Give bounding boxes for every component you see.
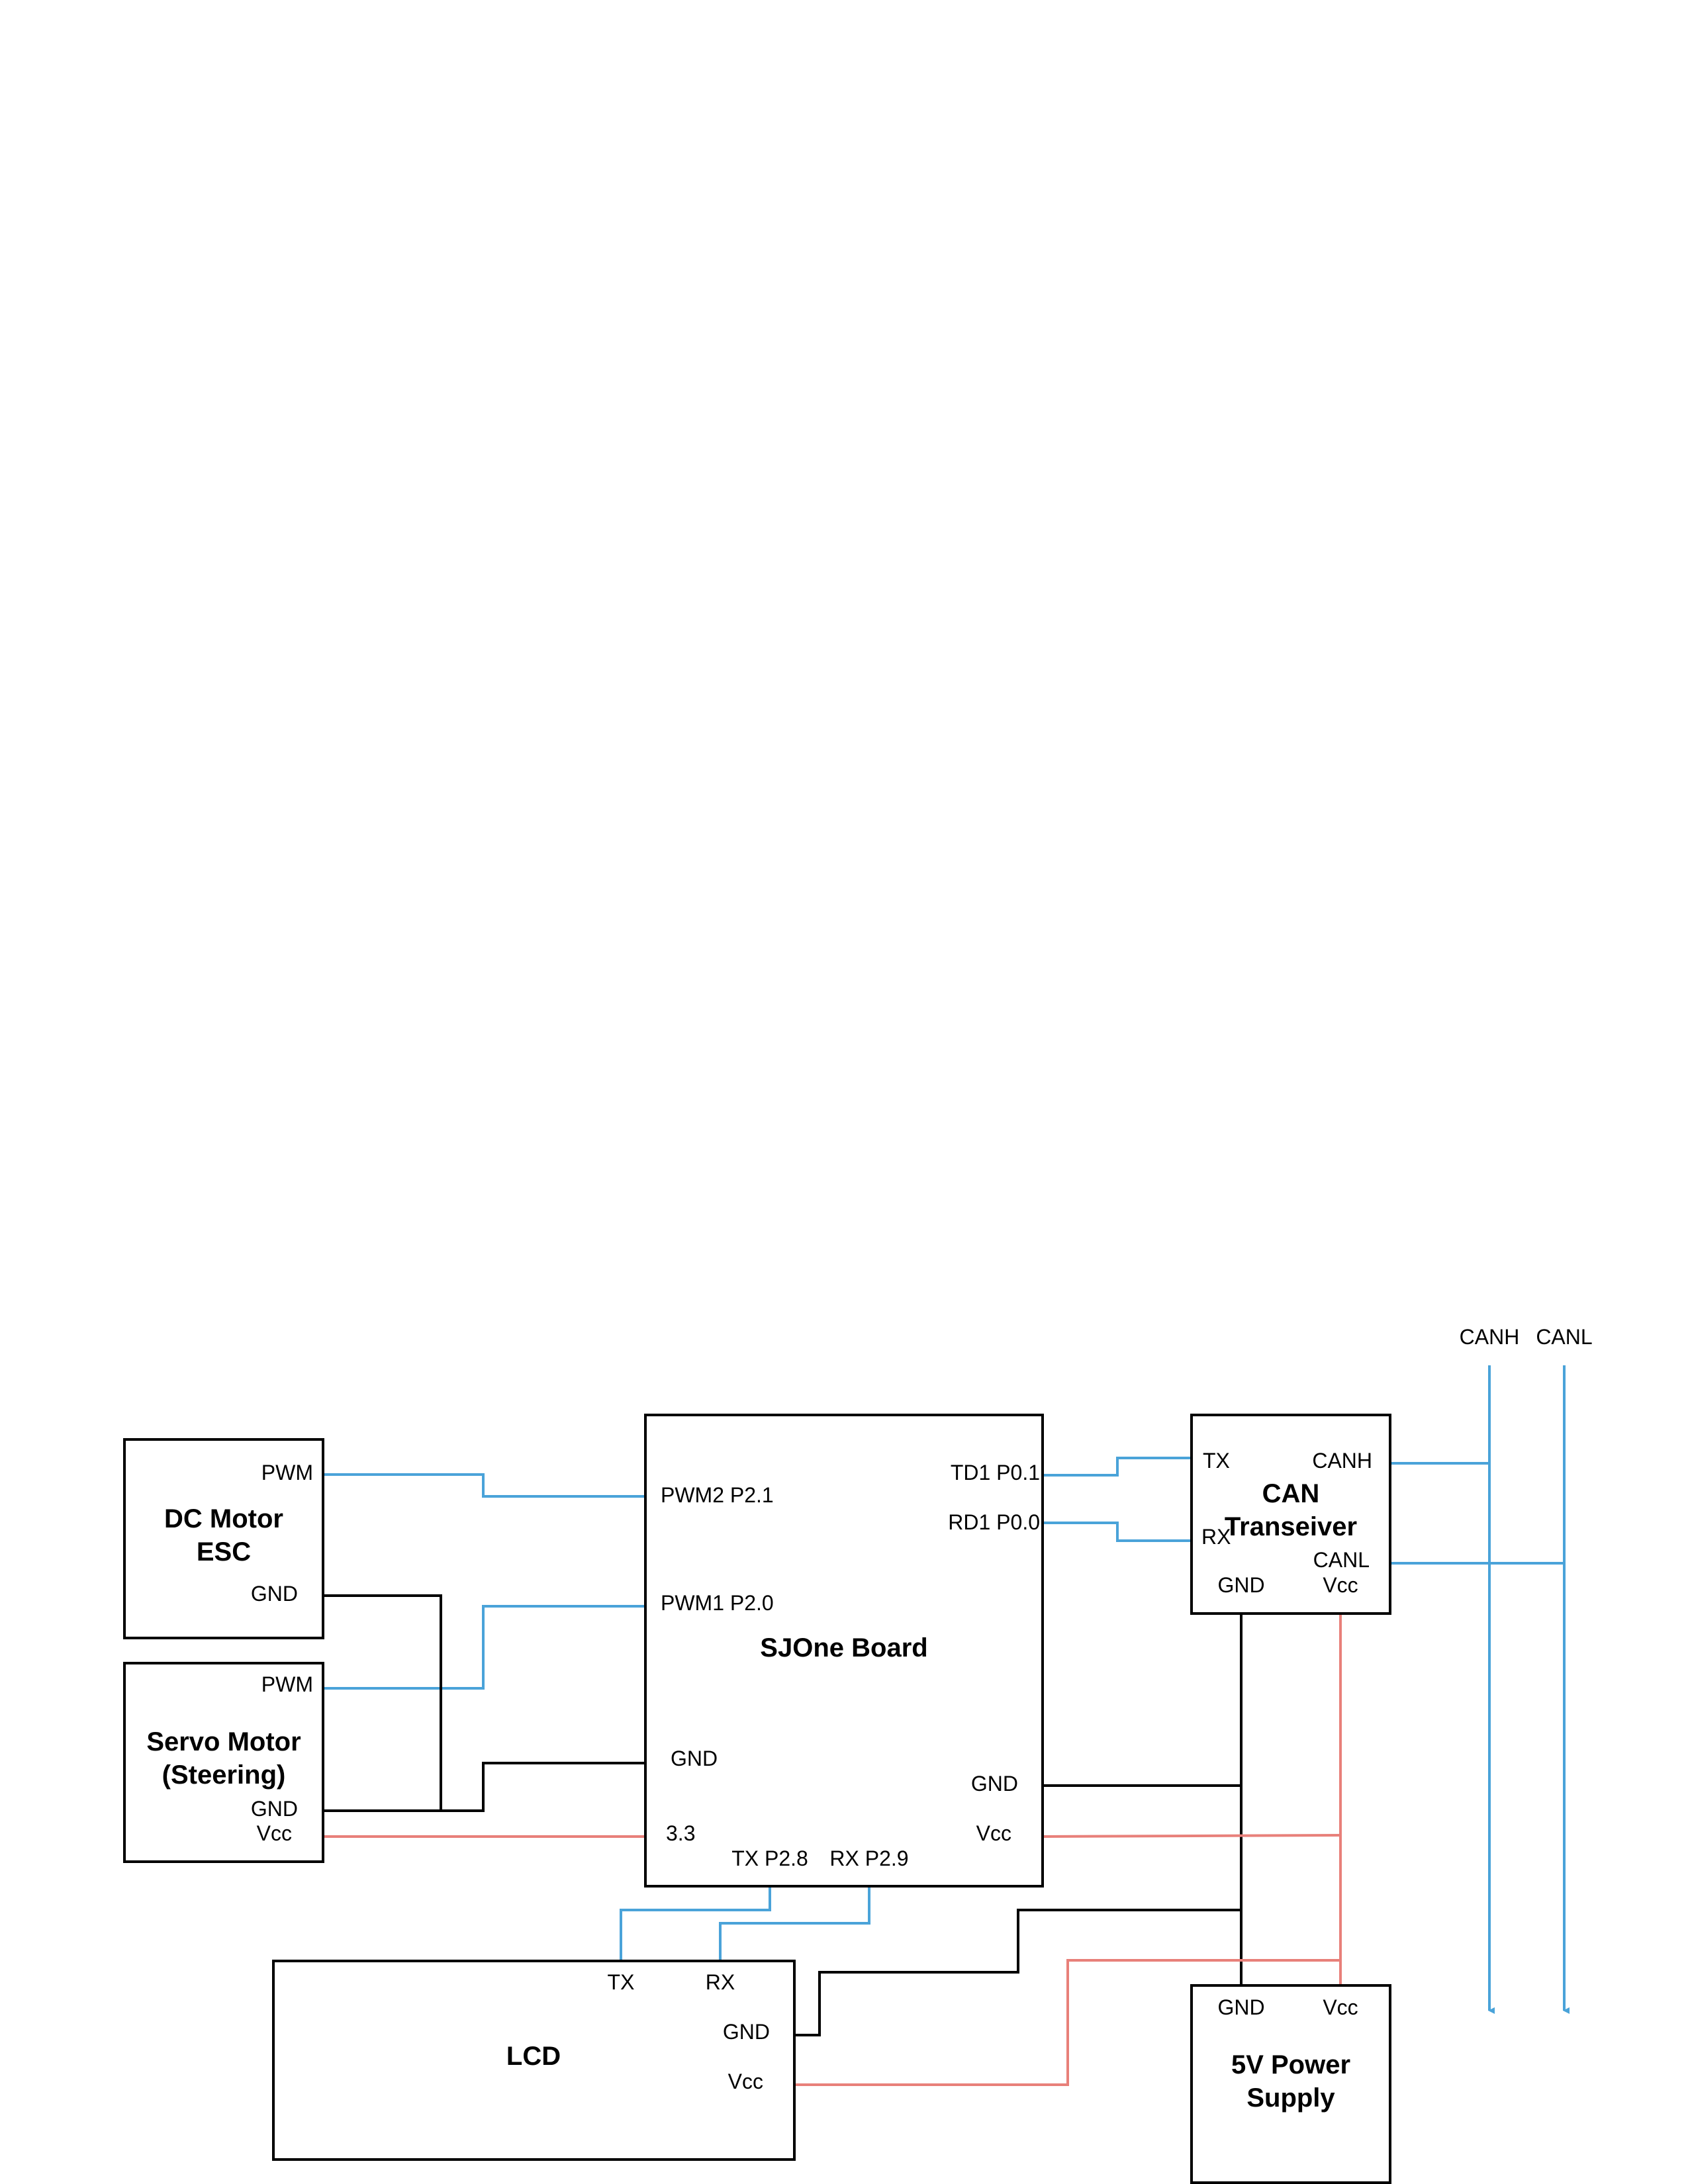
canh-bus-label: CANH [1460,1325,1520,1349]
board-rx-label: RX P2.9 [829,1846,908,1870]
board-pwm1-label: PWM1 P2.0 [661,1591,774,1615]
can-title-line1: CAN [1262,1479,1320,1508]
can-transceiver-box [1190,1414,1391,1615]
board-gnd-right-label: GND [971,1772,1018,1796]
dc-motor-esc-box [123,1438,324,1639]
can-gnd-label: GND [1217,1573,1264,1597]
wire-lcd-tx [620,1886,771,1961]
wire-lcd-vcc [794,1959,1340,2086]
can-vcc-label: Vcc [1323,1573,1358,1597]
psu-title-line2: Supply [1246,2083,1335,2113]
servo-motor-box [123,1662,324,1863]
wire-can-tx [1043,1457,1194,1477]
sjone-board-box [644,1414,1044,1888]
power-supply-box [1190,1984,1391,2184]
wire-lcd-gnd [794,1909,1241,2036]
board-pwm2-label: PWM2 P2.1 [661,1483,774,1507]
wire-servo-pwm [323,1605,645,1690]
signal-wires [323,1365,1570,2014]
lcd-box [272,1960,796,2161]
board-gnd-left-label: GND [671,1747,718,1770]
wire-servo-gnd [323,1762,645,1812]
board-rd1-label: RD1 P0.0 [948,1510,1040,1534]
lcd-block: TX RX GND LCD Vcc [272,1960,796,2161]
esc-title-line1: DC Motor [164,1504,283,1533]
esc-title-line2: ESC [197,1537,251,1567]
power-wires [323,1612,1342,2086]
power-supply-block: GND Vcc 5V Power Supply [1190,1984,1391,2184]
psu-title-line1: 5V Power [1231,2050,1350,2079]
board-td1-label: TD1 P0.1 [951,1461,1040,1484]
can-canl-label: CANL [1313,1548,1370,1572]
wire-esc-pwm [323,1473,645,1498]
wire-lcd-rx [719,1886,870,1961]
board-title: SJOne Board [760,1633,927,1662]
servo-pwm-label: PWM [261,1672,313,1696]
servo-title-line2: (Steering) [162,1760,286,1790]
can-tx-label: TX [1203,1449,1230,1473]
board-tx-label: TX P2.8 [731,1846,808,1870]
psu-gnd-label: GND [1217,1995,1264,2019]
dc-motor-esc-block: PWM DC Motor ESC GND [123,1438,324,1639]
servo-gnd-label: GND [251,1797,298,1821]
ground-wires [323,1594,1243,2036]
can-title-line2: Transeiver [1225,1512,1357,1541]
psu-vcc-label: Vcc [1323,1995,1358,2019]
lcd-vcc-label: Vcc [728,2070,763,2093]
servo-vcc-label: Vcc [257,1821,292,1845]
servo-title-line1: Servo Motor [146,1727,301,1756]
lcd-title: LCD [506,2042,561,2071]
can-canh-label: CANH [1312,1449,1372,1473]
board-3v3-label: 3.3 [666,1821,695,1845]
can-rx-label: RX [1201,1525,1231,1549]
wire-can-rx [1043,1522,1194,1542]
can-transceiver-block: TX CANH CAN Transeiver RX CANL GND Vcc [1190,1414,1391,1615]
sjone-board-block: PWM2 P2.1 PWM1 P2.0 SJOne Board GND 3.3 … [644,1414,1044,1888]
lcd-rx-label: RX [706,1970,735,1994]
servo-motor-block: PWM Servo Motor (Steering) GND Vcc [123,1662,324,1863]
wire-board-vcc [1042,1834,1341,1838]
wire-esc-gnd [323,1594,442,1811]
esc-pwm-label: PWM [261,1461,313,1484]
lcd-gnd-label: GND [723,2020,770,2044]
lcd-tx-label: TX [608,1970,635,1994]
board-vcc-label: Vcc [976,1821,1011,1845]
esc-gnd-label: GND [251,1582,298,1606]
canl-bus-label: CANL [1536,1325,1592,1349]
